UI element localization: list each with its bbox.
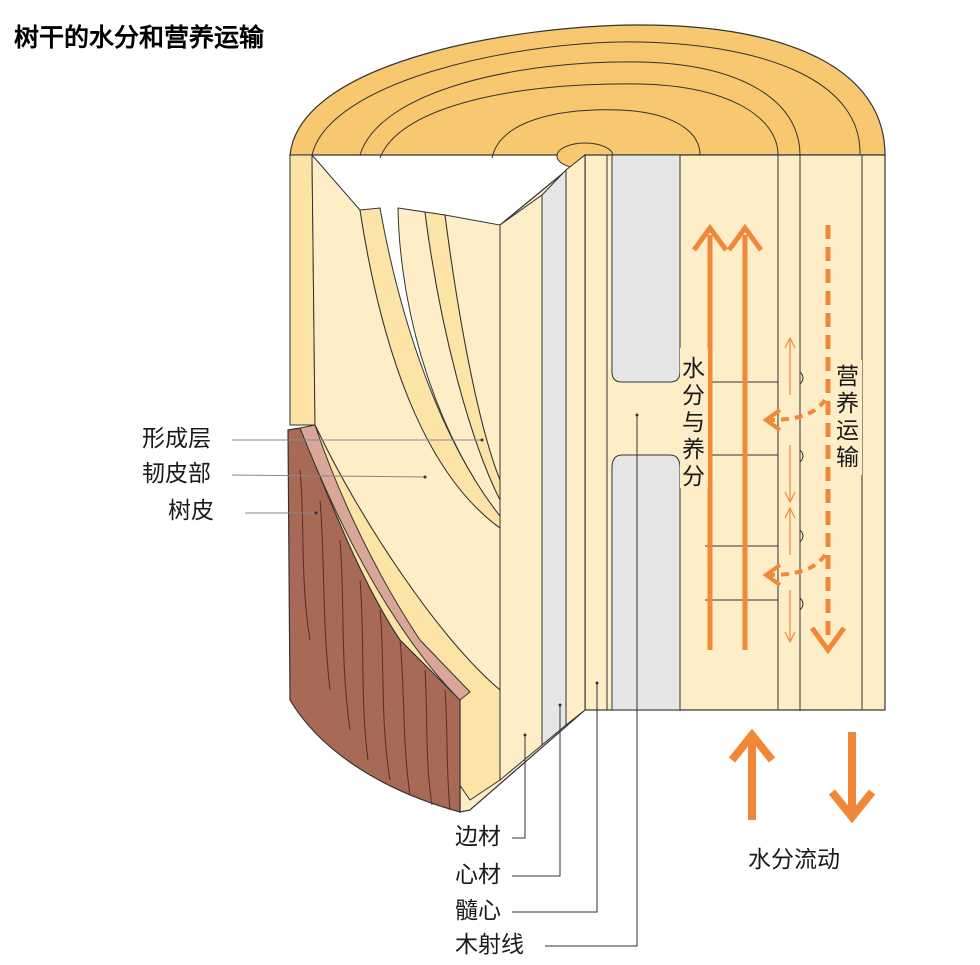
small-hook-marks	[799, 371, 804, 611]
label-water-nutrients-2: 分	[682, 383, 705, 409]
thin-radial-arrows	[784, 336, 796, 644]
label-water-nutrients-3: 与	[682, 410, 705, 436]
leader-dot-cambium	[480, 438, 484, 442]
label-water-nutrients-1: 水	[682, 356, 705, 382]
label-bark: 树皮	[168, 498, 214, 524]
tangential-section	[459, 153, 586, 813]
label-wood-ray: 木射线	[455, 932, 524, 958]
leader-dot-wood-ray	[635, 413, 639, 417]
label-heartwood: 心材	[455, 862, 501, 888]
label-water-nutrients-4: 养	[682, 437, 705, 463]
water-flow-down-arrow	[828, 732, 876, 824]
downward-nutrient-arrow	[809, 225, 847, 655]
water-flow-up-arrow	[728, 728, 776, 820]
label-water-nutrients: 水 分 与 养 分	[680, 348, 708, 490]
label-phloem: 韧皮部	[142, 461, 211, 487]
label-water-flow: 水分流动	[748, 847, 840, 873]
trunk-top-surface	[289, 24, 886, 170]
upward-water-arrows	[691, 223, 764, 650]
leader-phloem	[231, 474, 426, 478]
leader-dot-bark	[314, 511, 318, 515]
label-nutrient-transport-2: 养	[836, 391, 859, 417]
label-pith: 髓心	[455, 898, 501, 924]
leader-heartwood	[512, 705, 561, 877]
bark-section	[287, 424, 471, 813]
label-nutrient-transport-3: 运	[836, 418, 859, 444]
label-nutrient-transport-1: 营	[836, 364, 859, 390]
leader-dot-phloem	[423, 475, 427, 479]
label-nutrient-transport-4: 输	[836, 445, 859, 471]
leader-sapwood	[512, 735, 526, 839]
leader-dot-heartwood	[558, 703, 562, 707]
leader-dot-pith	[595, 681, 599, 685]
label-water-nutrients-5: 分	[682, 464, 705, 490]
diagram-title: 树干的水分和营养运输	[14, 23, 265, 52]
label-sapwood: 边材	[455, 824, 501, 850]
label-cambium: 形成层	[142, 426, 211, 452]
leader-dot-sapwood	[523, 733, 527, 737]
leader-wood-ray	[545, 415, 638, 947]
lateral-curved-arrows	[762, 398, 827, 587]
leader-pith	[512, 683, 598, 913]
label-nutrient-transport: 营 养 运 输	[834, 360, 862, 475]
